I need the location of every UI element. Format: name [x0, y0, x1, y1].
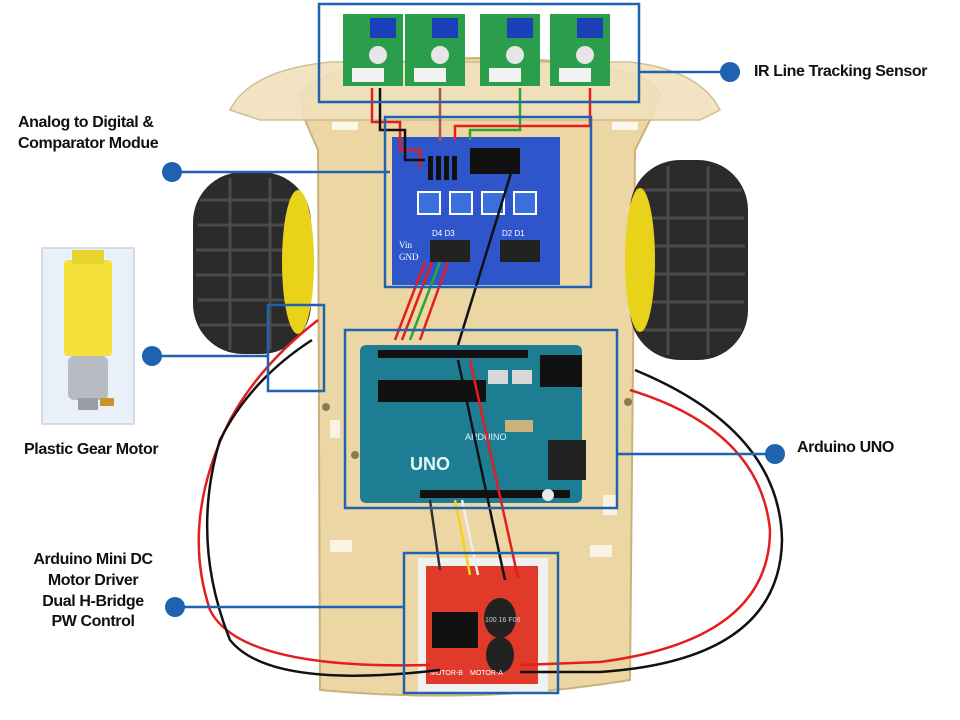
callout-dot-icon — [720, 62, 740, 82]
ir-emitter-icon — [576, 46, 594, 64]
ir-sensor-box — [317, 2, 641, 104]
wheel-left — [193, 172, 314, 354]
ir-sensor-3 — [480, 14, 540, 86]
ir-emitter-icon — [369, 46, 387, 64]
arduino-box — [343, 328, 619, 510]
callout-dot-icon — [162, 162, 182, 182]
module-gnd-text: GND — [399, 252, 419, 262]
highlight-boxes — [266, 2, 641, 695]
arduino-brand-text: UNO — [410, 454, 450, 474]
callout-dot-icon — [165, 597, 185, 617]
ir-sensor-label: IR Line Tracking Sensor — [754, 63, 928, 80]
callout-dot-icon — [142, 346, 162, 366]
adc-module-label: Analog to Digital & Comparator Modue — [18, 114, 159, 152]
chassis-top-plate — [228, 61, 722, 121]
driver-motor-b-text: MOTOR-B — [430, 670, 463, 677]
potentiometer-icon — [417, 191, 537, 215]
module-pins-right-text: D2 D1 — [502, 229, 525, 238]
motor-driver-box — [402, 551, 560, 695]
ir-sensor-array — [343, 14, 610, 86]
ir-emitter-icon — [431, 46, 449, 64]
gear-motor-box — [266, 303, 326, 393]
arduino-label: Arduino UNO — [797, 439, 894, 456]
gear-motor-label: Plastic Gear Motor — [24, 441, 159, 458]
module-pins-left-text: D4 D3 — [432, 229, 455, 238]
ir-sensor-2 — [405, 14, 465, 86]
header-pins — [428, 156, 457, 180]
ir-sensor-1 — [343, 14, 403, 86]
module-vin-text: Vin — [399, 240, 412, 250]
wiring — [197, 88, 784, 677]
callout-dot-icon — [765, 444, 785, 464]
wheel-right — [625, 160, 748, 360]
callouts — [142, 62, 785, 617]
motor-driver-label: Arduino Mini DC Motor Driver Dual H-Brid… — [33, 551, 153, 631]
ir-sensor-4 — [550, 14, 610, 86]
adc-module-box — [383, 115, 593, 289]
gear-motor-photo — [41, 247, 135, 425]
capacitor-text: 100 16 F08 — [485, 617, 521, 624]
driver-motor-a-text: MOTOR-A — [470, 670, 503, 677]
ir-emitter-icon — [506, 46, 524, 64]
